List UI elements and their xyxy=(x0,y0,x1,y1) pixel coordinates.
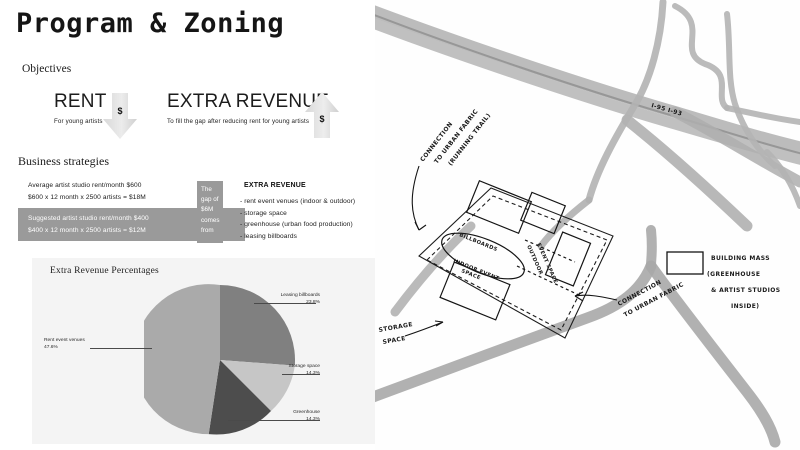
list-item: - greenhouse (urban food production) xyxy=(240,221,353,229)
objectives-heading: Objectives xyxy=(22,63,72,75)
annotation-building-mass-line-3: & ARTIST STUDIOS xyxy=(711,287,780,294)
objective-rent-label: RENT xyxy=(54,91,107,112)
leader-line-storage-space xyxy=(282,374,320,375)
suggested-rent-line-2: $400 x 12 month x 2500 artists = $12M xyxy=(28,226,146,234)
objective-extra-revenue-label: EXTRA REVENUE xyxy=(167,91,330,112)
pie-slice-rent-event-venues xyxy=(144,284,220,435)
strategies-heading: Business strategies xyxy=(18,154,109,168)
list-item: - leasing billboards xyxy=(240,233,297,241)
objective-rent-subtitle: For young artists xyxy=(54,118,103,125)
arrow-down-icon: $ xyxy=(103,93,137,139)
leader-line-leasing-billboards xyxy=(254,303,316,304)
gap-note-box: The gap of $6M comes from xyxy=(197,181,223,243)
page-title: Program & Zoning xyxy=(16,8,285,39)
list-item: - rent event venues (indoor & outdoor) xyxy=(240,198,356,205)
suggested-rent-line-1: Suggested artist studio rent/month $400 xyxy=(28,215,149,222)
leader-line-rent-event-venues xyxy=(90,348,152,349)
annotation-building-mass-line-2: (GREENHOUSE xyxy=(707,271,760,278)
current-rent-line-1: Average artist studio rent/month $600 xyxy=(28,182,142,189)
annotation-building-mass-line-4: INSIDE) xyxy=(731,303,759,310)
arrow-up-icon: $ xyxy=(305,92,339,138)
annotation-storage-space-line-2: SPACE xyxy=(382,335,406,346)
pie-slice-leasing-billboards xyxy=(220,285,296,366)
pie-slice-greenhouse xyxy=(208,360,271,435)
dollar-symbol: $ xyxy=(319,114,325,124)
site-sketch-map: CONNECTION TO URBAN FABRIC (RUNNING TRAI… xyxy=(375,0,800,450)
pie-graphic xyxy=(144,284,296,436)
pie-slice-storage-space xyxy=(220,360,295,411)
pie-label-name: Rent event venues xyxy=(44,338,85,343)
objective-extra-revenue-subtitle: To fill the gap after reducing rent for … xyxy=(167,118,310,125)
current-rent-line-2: $600 x 12 month x 2500 artists = $18M xyxy=(28,193,146,201)
objective-extra-revenue: EXTRA REVENUE To fill the gap after redu… xyxy=(167,92,329,125)
pie-label-storage-space: Storage space 14.3% xyxy=(254,363,320,377)
pie-label-rent-event-venues: Rent event venues 47.6% xyxy=(44,337,114,351)
pie-label-value: 47.6% xyxy=(44,345,58,351)
list-item: - storage space xyxy=(240,209,287,217)
pie-label-name: Greenhouse xyxy=(293,410,320,415)
annotation-building-mass-line-1: BUILDING MASS xyxy=(711,255,770,262)
annotation-storage-space-line-1: STORAGE xyxy=(378,321,413,334)
current-rent-box: Average artist studio rent/month $600 $6… xyxy=(28,180,240,203)
pie-label-value: 14.3% xyxy=(306,371,320,377)
extra-revenue-list-block: EXTRA REVENUE - rent event venues (indoo… xyxy=(240,182,390,243)
annotation-billboards: BILLBOARDS xyxy=(458,232,498,253)
leader-line-greenhouse xyxy=(228,420,320,421)
pie-label-value: 23.8% xyxy=(306,300,320,306)
extra-revenue-items: - rent event venues (indoor & outdoor) -… xyxy=(240,196,390,243)
pie-label-name: Leasing billboards xyxy=(280,293,320,298)
pie-label-value: 14.3% xyxy=(306,417,320,423)
extra-revenue-list-title: EXTRA REVENUE xyxy=(244,182,306,189)
dollar-symbol: $ xyxy=(117,106,123,116)
pie-label-name: Storage space xyxy=(288,364,320,369)
extra-revenue-pie-chart: Extra Revenue Percentages Leasing billbo… xyxy=(32,258,392,444)
pie-label-leasing-billboards: Leasing billboards 23.8% xyxy=(254,292,320,306)
pie-label-greenhouse: Greenhouse 14.3% xyxy=(254,409,320,423)
chart-title: Extra Revenue Percentages xyxy=(50,266,159,276)
objective-rent: RENT For young artists xyxy=(54,92,107,125)
